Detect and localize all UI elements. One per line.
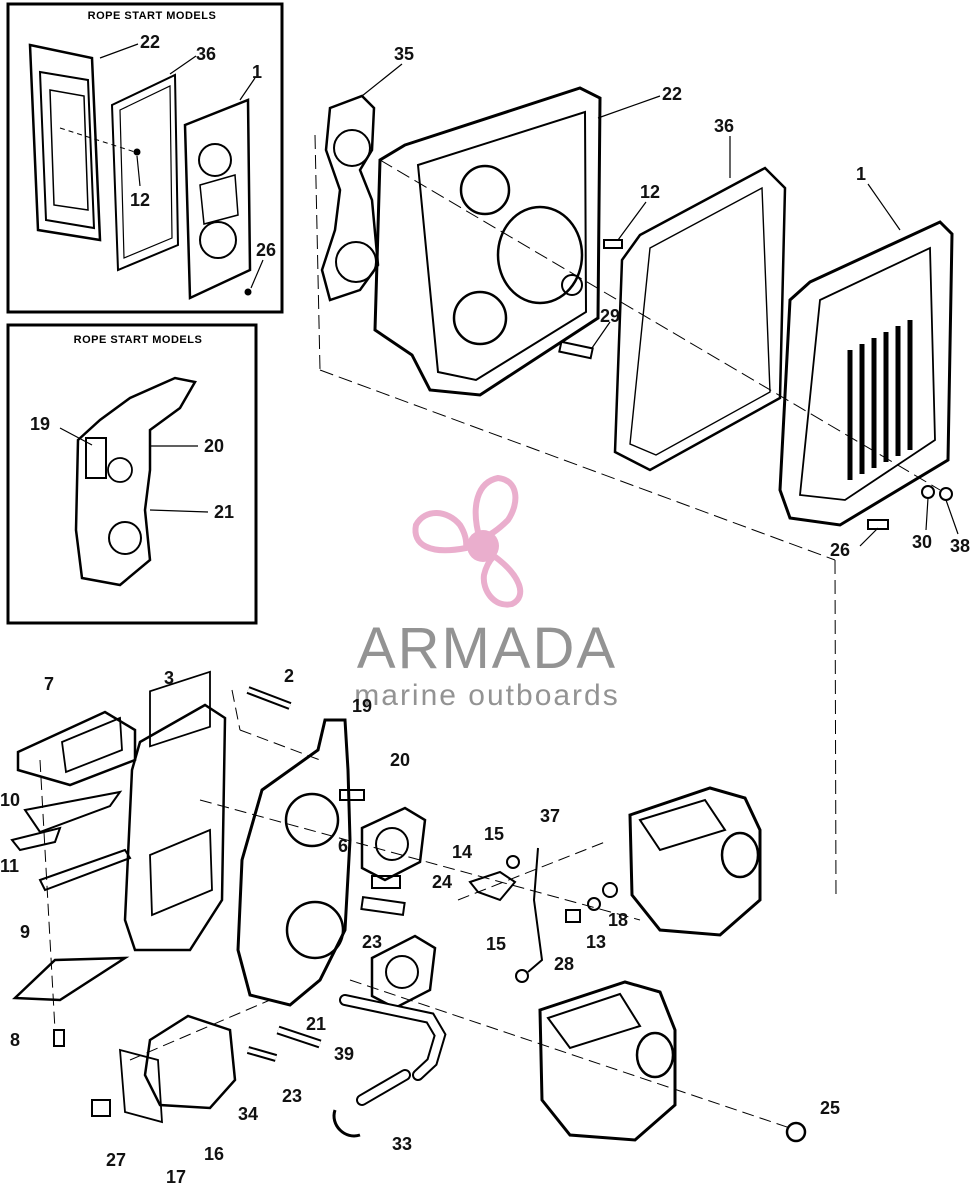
- callout-label: 8: [10, 1030, 20, 1050]
- callout-label: 27: [106, 1150, 126, 1170]
- gasket-35: [320, 94, 380, 302]
- callout-label: 18: [608, 910, 628, 930]
- callout-label: 29: [600, 306, 620, 326]
- callout-label: 12: [130, 190, 150, 210]
- callout-label: 26: [256, 240, 276, 260]
- callout-label: 7: [44, 674, 54, 694]
- armada-watermark: ARMADA marine outboards: [354, 474, 619, 712]
- callout-label: 15: [486, 934, 506, 954]
- callout-label: 10: [0, 790, 20, 810]
- callout-label: 1: [856, 164, 866, 184]
- callout-label: 19: [30, 414, 50, 434]
- callout-label: 21: [306, 1014, 326, 1034]
- callout-label: 37: [540, 806, 560, 826]
- callout-label: 38: [950, 536, 970, 556]
- cover-1: [778, 220, 954, 527]
- callout-label: 16: [204, 1144, 224, 1164]
- cover-assembly: [314, 63, 959, 901]
- callout-label: 15: [484, 824, 504, 844]
- callout-label: 2: [284, 666, 294, 686]
- callout-label: 28: [554, 954, 574, 974]
- callout-label: 25: [820, 1098, 840, 1118]
- gasket-36: [613, 166, 787, 472]
- callout-label: 36: [196, 44, 216, 64]
- callout-label: 6: [338, 836, 348, 856]
- callout-label: 35: [394, 44, 414, 64]
- callout-label: 36: [714, 116, 734, 136]
- inset-rope-start-bracket: ROPE START MODELS: [6, 323, 258, 625]
- callout-label: 22: [662, 84, 682, 104]
- inset-frame: [6, 2, 284, 314]
- callout-label: 39: [334, 1044, 354, 1064]
- intake-assembly: [10, 670, 807, 1143]
- callout-label: 34: [238, 1104, 258, 1124]
- callout-label: 11: [0, 856, 19, 876]
- callout-label: 1: [252, 62, 262, 82]
- housing-22: [373, 86, 602, 397]
- callout-label: 20: [390, 750, 410, 770]
- callout-label: 9: [20, 922, 30, 942]
- callout-label: 20: [204, 436, 224, 456]
- callout-label: 23: [362, 932, 382, 952]
- callout-label: 19: [352, 696, 372, 716]
- callout-label: 13: [586, 932, 606, 952]
- brand-tagline: marine outboards: [354, 679, 619, 712]
- callout-label: 21: [214, 502, 234, 522]
- inset-title: ROPE START MODELS: [74, 334, 203, 346]
- callout-label: 26: [830, 540, 850, 560]
- callout-label: 17: [166, 1167, 186, 1183]
- callout-label: 24: [432, 872, 452, 892]
- callout-label: 22: [140, 32, 160, 52]
- brand-name: ARMADA: [357, 616, 617, 681]
- callout-label: 12: [640, 182, 660, 202]
- inset-rope-start-cover: ROPE START MODELS: [6, 2, 284, 314]
- callout-label: 30: [912, 532, 932, 552]
- propeller-logo: [412, 474, 524, 608]
- inset-title: ROPE START MODELS: [88, 10, 217, 22]
- callout-label: 33: [392, 1134, 412, 1154]
- callout-labels: 22 36 1 12 26 19 20 21 35 22 36 1 12 29 …: [0, 32, 970, 1183]
- callout-label: 23: [282, 1086, 302, 1106]
- callout-label: 14: [452, 842, 472, 862]
- callout-label: 3: [164, 668, 174, 688]
- inset-frame: [6, 323, 258, 625]
